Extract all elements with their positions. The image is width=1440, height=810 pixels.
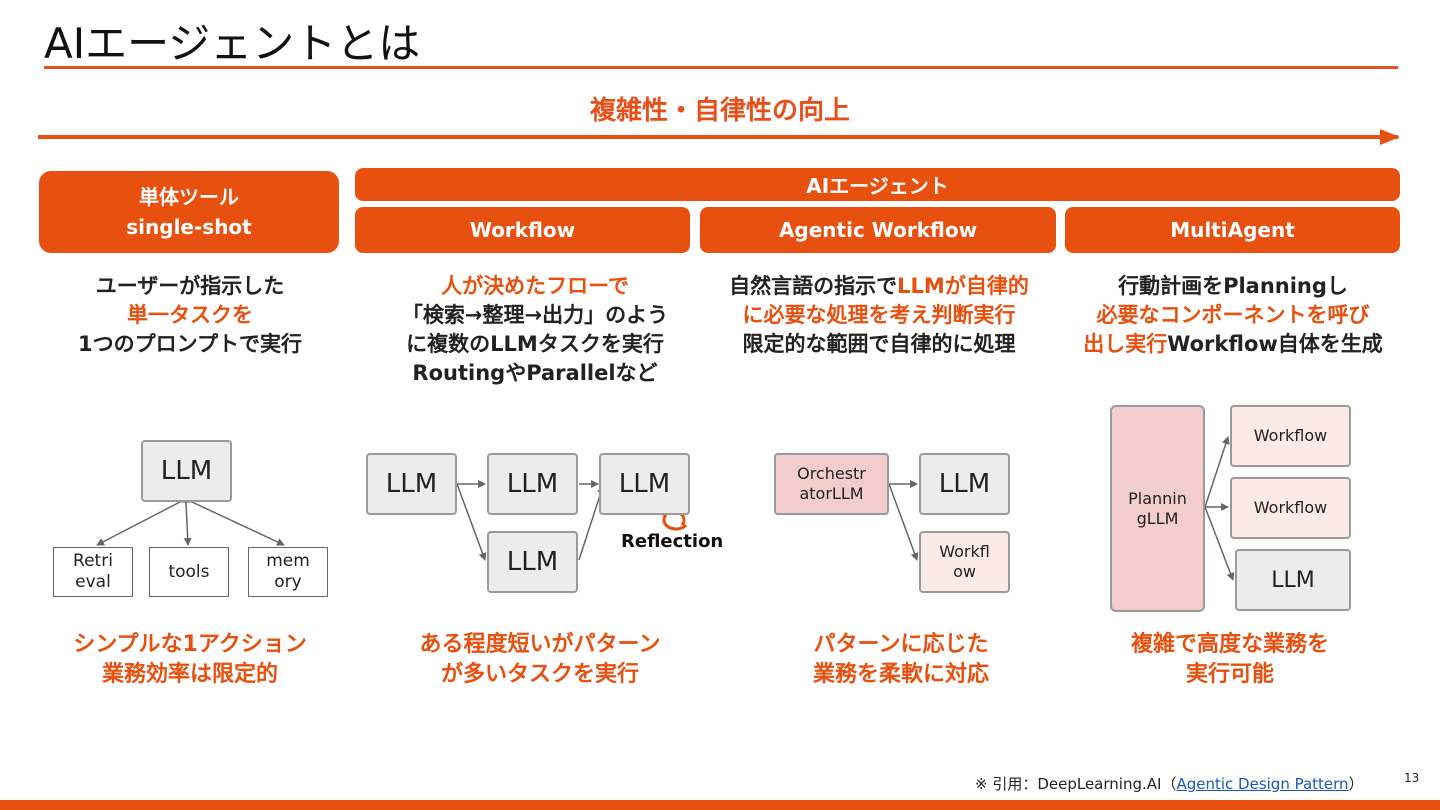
citation-link[interactable]: Agentic Design Pattern [1176,775,1349,793]
agentic-summary-line2: 業務を柔軟に対応 [812,662,989,687]
agentic-description: 自然言語の指示でLLMが自律的 に必要な処理を考え判断実行 限定的な範囲で自律的… [694,272,1064,359]
agentic-summary-line1: パターンに応じた [813,632,989,657]
multi-llm-box: LLM [1235,549,1351,611]
single-description: ユーザーが指示した 単一タスクを 1つのプロンプトで実行 [20,272,360,359]
workflow-llm-4: LLM [487,531,578,593]
multi-desc-line3: 出し実行Workflow自体を生成 [1053,330,1413,359]
single-connectors [96,494,285,546]
single-summary-line1: シンプルな1アクション [73,632,307,657]
workflow-desc-line1: 人が決めたフローで [441,274,629,298]
workflow-desc-line4: RoutingやParallelなど [412,361,658,385]
agentic-workflow-line1: Workfl [939,542,990,561]
page-title: AIエージェントとは [44,19,421,68]
ai-agent-header: AIエージェント [355,168,1400,201]
workflow-desc-line2: 「検索→整理→出力」のよう [401,303,669,327]
single-desc-line2: 単一タスクを [127,303,253,327]
retrieval-line2: eval [75,572,111,592]
page-number: 13 [1404,771,1420,785]
agentic-llm-box: LLM [919,453,1010,515]
multi-connectors [1204,436,1235,581]
single-summary: シンプルな1アクション 業務効率は限定的 [20,630,360,690]
memory-box: mem ory [248,547,328,597]
agentic-workflow-header: Agentic Workflow [700,207,1056,253]
bottom-accent-bar [0,800,1440,810]
multi-workflow-box-2: Workflow [1230,477,1351,539]
title-underline [44,66,1398,69]
workflow-desc-line3: に複数のLLMタスクを実行 [406,332,664,356]
reflection-label: Reflection [621,531,724,552]
single-tool-header: 単体ツール single-shot [39,171,339,253]
agentic-summary: パターンに応じた 業務を柔軟に対応 [716,630,1086,690]
multi-agent-header: MultiAgent [1065,207,1400,253]
workflow-llm-1: LLM [366,453,457,515]
agentic-desc-line2: に必要な処理を考え判断実行 [742,303,1016,327]
multi-desc-line3a: 出し実行 [1083,332,1168,356]
multi-desc-line2: 必要なコンポーネントを呼び [1096,303,1370,327]
citation-prefix: ※ 引用：DeepLearning.AI（ [975,775,1177,793]
citation-footnote: ※ 引用：DeepLearning.AI（Agentic Design Patt… [975,773,1364,794]
memory-line1: mem [266,551,310,571]
multi-desc-line1: 行動計画をPlanningし [1118,274,1348,298]
single-llm-box: LLM [141,440,232,502]
workflow-summary-line1: ある程度短いがパターン [419,632,661,657]
multi-desc-line3b: Workflow自体を生成 [1167,332,1383,356]
retrieval-box: Retri eval [53,547,133,597]
workflow-llm-3: LLM [599,453,690,515]
agentic-desc-line1b: LLMが自律的 [897,274,1029,298]
workflow-summary-line2: が多いタスクを実行 [440,662,639,687]
workflow-description: 人が決めたフローで 「検索→整理→出力」のよう に複数のLLMタスクを実行 Ro… [355,272,715,388]
workflow-llm-2: LLM [487,453,578,515]
orchestrator-line2: atorLLM [799,484,864,503]
planning-line2: gLLM [1136,508,1179,528]
retrieval-line1: Retri [73,551,113,571]
single-desc-line3: 1つのプロンプトで実行 [78,332,302,356]
multi-summary-line1: 複雑で高度な業務を [1130,632,1329,657]
single-tool-header-line2: single-shot [126,215,252,239]
single-tool-header-line1: 単体ツール [139,185,239,209]
planning-line1: Plannin [1128,488,1187,508]
multi-summary: 複雑で高度な業務を 実行可能 [1050,630,1410,690]
planning-llm-box: Plannin gLLM [1110,405,1205,612]
agentic-connectors [888,480,919,561]
agentic-desc-line1a: 自然言語の指示で [729,274,898,298]
progress-label: 複雑性・自律性の向上 [589,96,850,126]
single-desc-line1: ユーザーが指示した [95,274,285,298]
workflow-summary: ある程度短いがパターン が多いタスクを実行 [355,630,725,690]
multi-description: 行動計画をPlanningし 必要なコンポーネントを呼び 出し実行Workflo… [1053,272,1413,359]
multi-summary-line2: 実行可能 [1185,662,1274,687]
single-summary-line2: 業務効率は限定的 [101,662,278,687]
orchestrator-llm-box: Orchestr atorLLM [774,453,889,515]
agentic-desc-line1: 自然言語の指示でLLMが自律的 [694,272,1064,301]
tools-box: tools [149,547,229,597]
multi-workflow-box-1: Workflow [1230,405,1351,467]
agentic-desc-line3: 限定的な範囲で自律的に処理 [742,332,1016,356]
orchestrator-line1: Orchestr [797,464,866,483]
memory-line2: ory [274,572,302,592]
citation-suffix: ） [1348,775,1364,793]
workflow-header: Workflow [355,207,690,253]
agentic-workflow-line2: ow [953,562,976,581]
agentic-workflow-box: Workfl ow [919,531,1010,593]
